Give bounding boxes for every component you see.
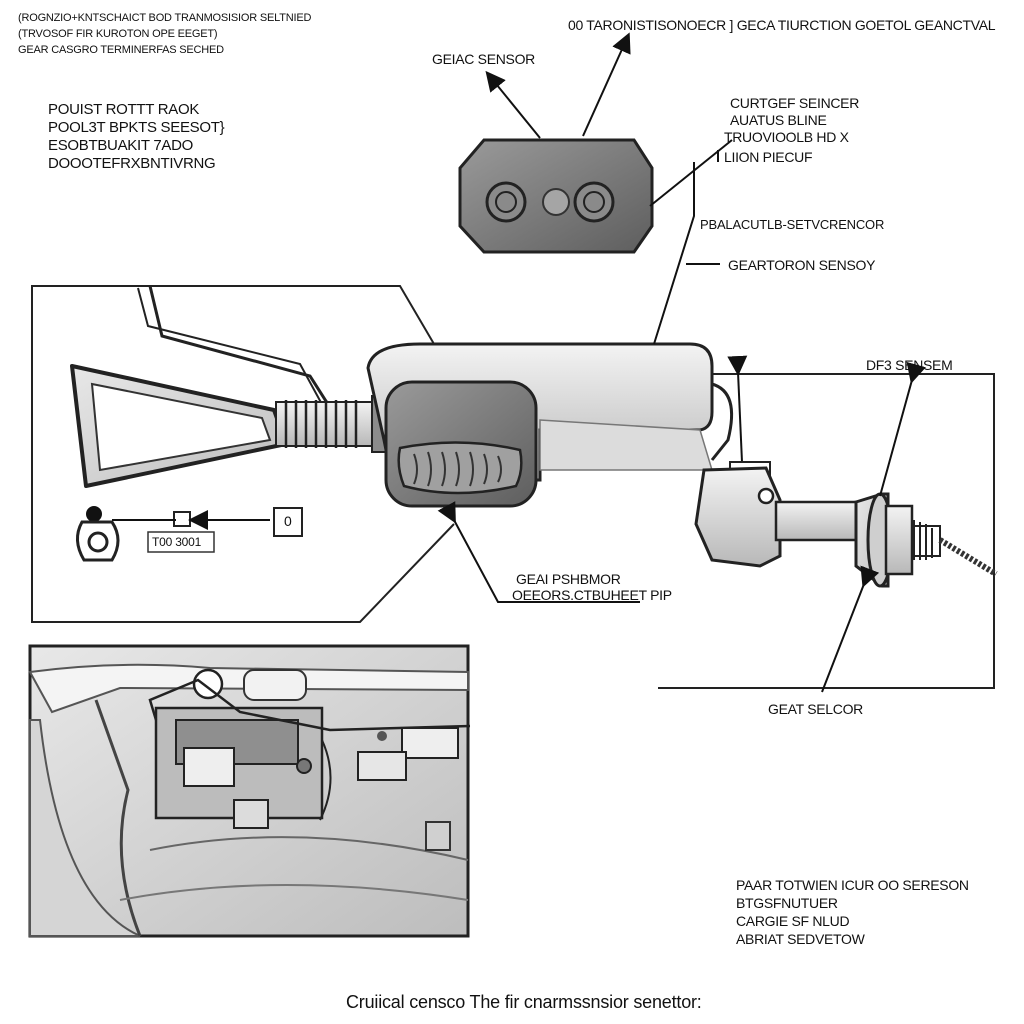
right-block-line-1: CURTGEF SEINCER — [730, 95, 860, 111]
header-line-1: (ROGNZIO+KNTSCHAICT BOD TRANMOSISIOR SEL… — [18, 12, 312, 24]
bottom-right-line-1: PAAR TOTWIEN ICUR OO SERESON — [736, 877, 969, 893]
transmission-housing — [366, 342, 734, 508]
figure-caption: Cruiical censco The fir cnarmssnsior sen… — [346, 992, 702, 1012]
vehicle-photo-panel — [28, 644, 471, 938]
bottom-right-line-4: ABRIAT SEDVETOW — [736, 931, 865, 947]
leader-gear-pshbmor — [437, 501, 640, 603]
mid-label-line-2: OEEORS.CTBUHEET PIP — [512, 587, 672, 603]
label-part-code: T00 3001 — [152, 535, 202, 549]
label-zero-box: 0 — [284, 513, 292, 529]
left-block-line-1: POUIST ROTTT RAOK — [48, 101, 200, 118]
bottom-right-line-2: BTGSFNUTUER — [736, 895, 838, 911]
top-sensor-body — [458, 138, 654, 254]
left-block-line-2: POOL3T BPKTS SEESOT} — [48, 119, 225, 136]
small-parts — [76, 506, 303, 562]
label-gear-sensor-right: GEARTORON SENSOY — [728, 257, 876, 273]
main-frame — [31, 285, 455, 623]
leader-curtgef — [649, 139, 733, 207]
mid-label-line-1: GEAI PSHBMOR — [516, 571, 621, 587]
gear-sensor-assembly — [694, 355, 998, 693]
shift-lever — [70, 285, 391, 488]
header-line-2: (TRVOSOF FIR KUROTON OPE EEGET) — [18, 28, 218, 40]
leader-housing — [653, 162, 695, 345]
bottom-right-line-3: CARGIE SF NLUD — [736, 913, 850, 929]
left-block-line-4: DOOOTEFRXBNTIVRNG — [48, 155, 216, 172]
label-bracket: PBALACUTLB-SETVCRENCOR — [700, 217, 885, 232]
label-df-sensor: DF3 SENSEM — [866, 357, 953, 373]
label-gear-selector: GEAT SELCOR — [768, 701, 863, 717]
left-block-line-3: ESOBTBUAKIT 7ADO — [48, 137, 193, 154]
label-sensor-box: GEIAC SENSOR — [432, 51, 535, 67]
arrow-sensor-label — [485, 70, 541, 139]
right-block-line-3: TRUOVIOOLB HD X — [724, 129, 849, 145]
header-right: 00 TARONISTISONOECR ] GECA TIURCTION GOE… — [568, 17, 996, 33]
right-block-line-4: LIION PIECUF — [724, 149, 813, 165]
header-line-3: GEAR CASGRO TERMINERFAS SECHED — [18, 44, 224, 56]
right-detail-frame — [658, 373, 995, 689]
arrow-top-right — [582, 32, 631, 137]
right-block-line-2: AUATUS BLINE — [730, 112, 827, 128]
